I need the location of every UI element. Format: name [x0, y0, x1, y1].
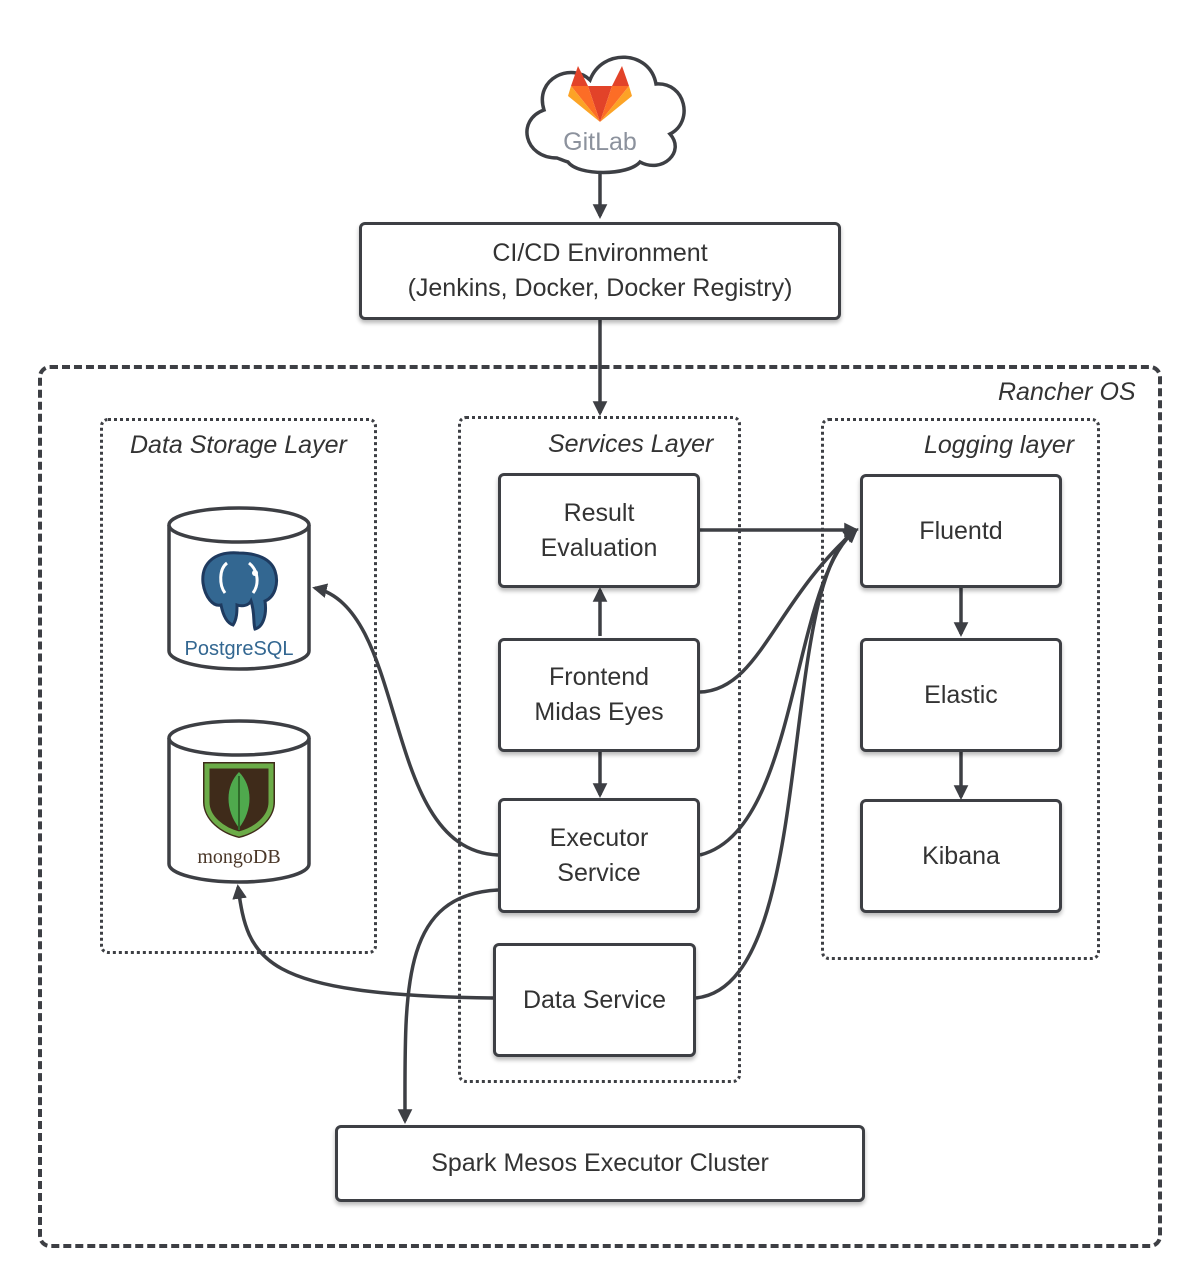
elastic-box: Elastic	[860, 638, 1062, 752]
services-layer-label: Services Layer	[548, 430, 714, 458]
kibana-box: Kibana	[860, 799, 1062, 913]
rancher-os-label: Rancher OS	[998, 378, 1136, 406]
postgresql-logo-text: PostgreSQL	[184, 638, 294, 660]
gitlab-logo-icon	[568, 66, 632, 122]
fluentd-box: Fluentd	[860, 474, 1062, 588]
mongodb-database: mongoDB	[165, 718, 313, 886]
data-storage-layer-label: Data Storage Layer	[130, 431, 347, 459]
spark-mesos-cluster-box: Spark Mesos Executor Cluster	[335, 1125, 865, 1202]
result-evaluation-box: Result Evaluation	[498, 473, 700, 588]
data-service-box: Data Service	[493, 943, 696, 1057]
postgresql-elephant-icon	[201, 551, 279, 631]
gitlab-label: GitLab	[563, 128, 637, 156]
frontend-midas-eyes-box: Frontend Midas Eyes	[498, 638, 700, 752]
postgresql-database: PostgreSQL	[165, 505, 313, 673]
mongodb-logo-text: mongoDB	[197, 846, 281, 868]
gitlab-node: GitLab	[510, 40, 690, 178]
executor-service-box: Executor Service	[498, 798, 700, 913]
mongodb-leaf-icon	[203, 762, 275, 838]
logging-layer-label: Logging layer	[924, 431, 1075, 459]
cicd-environment-box: CI/CD Environment (Jenkins, Docker, Dock…	[359, 222, 841, 320]
